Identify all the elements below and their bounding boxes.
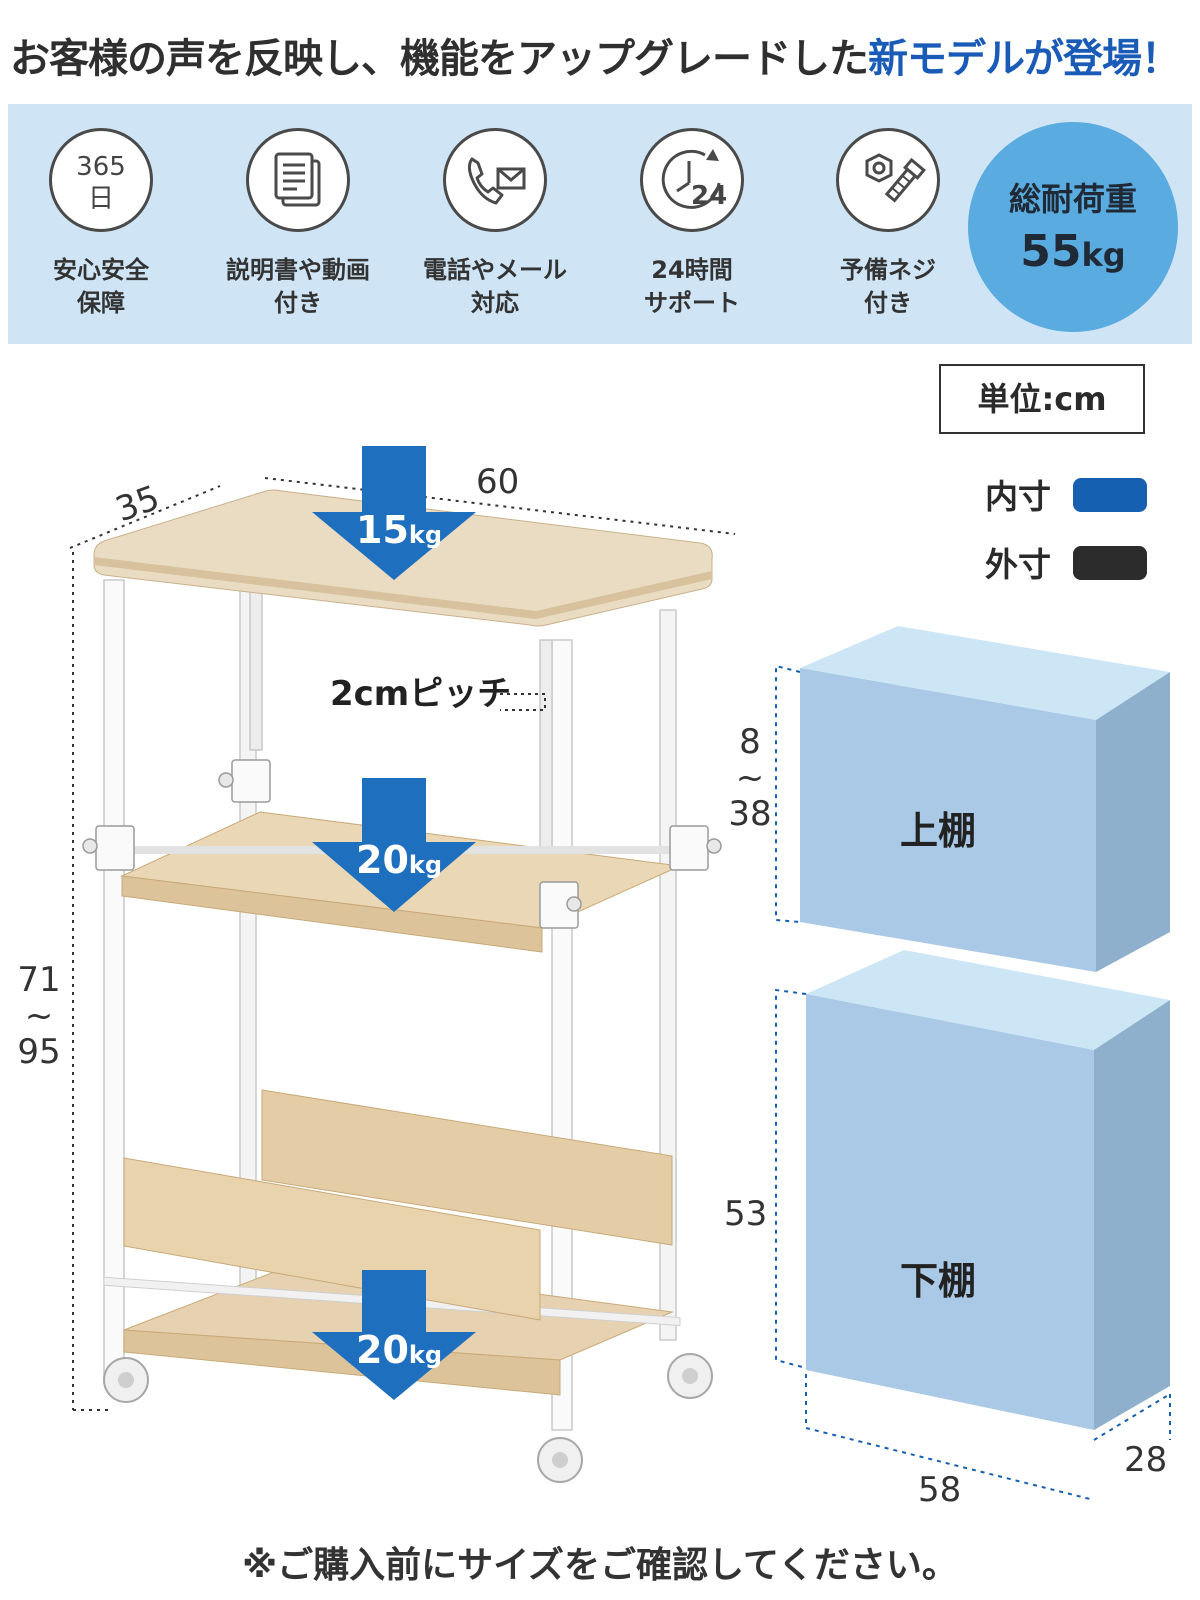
headline: お客様の声を反映し、機能をアップグレードした新モデルが登場！ — [10, 26, 1195, 84]
size-confirm-note: ※ご購入前にサイズをご確認してください。 — [242, 1545, 958, 1586]
dim-pitch: 2cmピッチ — [330, 674, 512, 714]
load-top-unit: kg — [408, 521, 443, 549]
feature-screws-label-1: 予備ネジ — [840, 256, 936, 284]
dim-lower-height: 53 — [724, 1194, 768, 1234]
headline-highlight: 新モデルが登場！ — [868, 36, 1181, 82]
dim-upper-height-max: 38 — [728, 794, 772, 834]
dim-width: 60 — [476, 462, 520, 502]
feature-support-label-2: サポート — [644, 289, 740, 317]
feature-contact: 電話やメール対応 — [405, 128, 585, 320]
unit-box: 単位:cm — [939, 364, 1145, 434]
feature-manual-label-1: 説明書や動画 — [226, 256, 370, 284]
feature-manual: 説明書や動画付き — [208, 128, 388, 320]
legend-inner: 内寸 — [985, 470, 1147, 518]
lower-shelf-box — [806, 950, 1170, 1430]
feature-support: 24 24時間サポート — [602, 128, 782, 320]
total-load-value: 55 — [1020, 226, 1082, 277]
dim-height-sep: ~ — [24, 996, 54, 1036]
total-load-badge: 総耐荷重 55kg — [968, 122, 1178, 332]
manual-document-icon — [246, 128, 350, 232]
pitch-bracket — [500, 693, 546, 711]
upper-box-label: 上棚 — [900, 809, 977, 853]
load-bottom-unit: kg — [408, 1341, 443, 1369]
feature-contact-label-1: 電話やメール — [423, 256, 567, 284]
feature-warranty-label-2: 保障 — [77, 289, 125, 317]
load-top-value: 15 — [356, 508, 409, 552]
caster-wheels — [103, 1353, 713, 1483]
feature-support-label-1: 24時間 — [651, 256, 733, 284]
total-load-unit: kg — [1081, 236, 1126, 274]
legend-inner-swatch — [1073, 478, 1147, 512]
dim-height-min: 71 — [17, 960, 61, 1000]
calendar-365-number: 365 — [76, 152, 126, 182]
inner-dimension-lines — [775, 664, 1171, 1501]
lower-box-label: 下棚 — [900, 1259, 977, 1303]
height-knobs — [82, 759, 722, 929]
spare-screws-icon — [836, 128, 940, 232]
dim-height-max: 95 — [17, 1032, 61, 1072]
legend-outer-label: 外寸 — [985, 545, 1051, 584]
dim-upper-height-sep: ~ — [735, 758, 765, 798]
total-load-label: 総耐荷重 — [1008, 180, 1137, 218]
load-arrows — [312, 446, 476, 1400]
dim-height: 71 ~ 95 — [14, 962, 64, 1070]
load-bottom-value: 20 — [356, 1328, 409, 1372]
dim-inner-width: 58 — [918, 1470, 962, 1510]
phone-mail-icon — [443, 128, 547, 232]
feature-screws-label-2: 付き — [864, 289, 912, 317]
calendar-365-day: 日 — [87, 184, 114, 214]
side-boards — [123, 1089, 673, 1321]
feature-screws: 予備ネジ付き — [798, 128, 978, 320]
load-middle-value: 20 — [356, 838, 409, 882]
load-middle-unit: kg — [408, 851, 443, 879]
feature-contact-label-2: 対応 — [471, 289, 519, 317]
legend-inner-label: 内寸 — [985, 477, 1051, 516]
legend-outer: 外寸 — [985, 538, 1147, 586]
clock-24-text: 24 — [691, 181, 728, 211]
dim-upper-height-min: 8 — [739, 722, 761, 762]
feature-manual-label-2: 付き — [274, 289, 322, 317]
legend-outer-swatch — [1073, 546, 1147, 580]
load-top: 15kg — [356, 508, 442, 552]
headline-lead: お客様の声を反映し、機能をアップグレードした — [10, 36, 869, 82]
dim-inner-depth: 28 — [1124, 1440, 1168, 1480]
clock-24-icon: 24 — [640, 128, 744, 232]
feature-warranty-label-1: 安心安全 — [53, 256, 149, 284]
outer-dimension-lines — [69, 477, 736, 1411]
load-middle: 20kg — [356, 838, 442, 882]
dim-upper-height: 8 ~ 38 — [728, 724, 772, 832]
load-bottom: 20kg — [356, 1328, 442, 1372]
upper-shelf-box — [800, 626, 1170, 972]
